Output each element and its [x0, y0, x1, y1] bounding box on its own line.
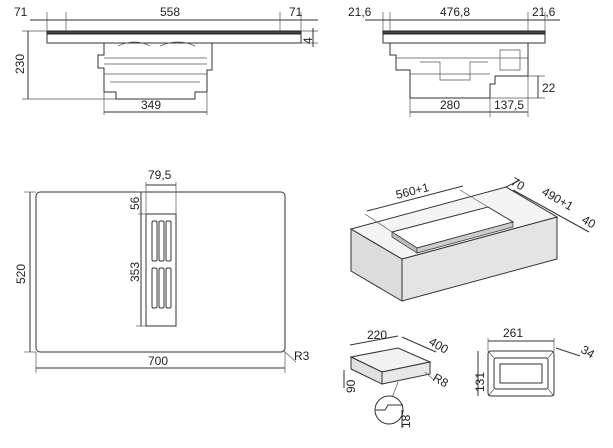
side-housing: [97, 43, 213, 100]
frame-outer: [487, 350, 555, 397]
vent-length-label: 353: [128, 262, 142, 282]
hob-width-label: 700: [148, 354, 168, 368]
frame-width-label: 261: [503, 326, 523, 340]
filter-depth-label: 400: [427, 334, 452, 356]
front-offset-label: 137,5: [494, 98, 524, 112]
front-bottom-width-label: 280: [440, 98, 460, 112]
frame-height-label: 131: [473, 372, 487, 392]
side-fan-detail: [117, 41, 196, 47]
dim-line-34: [555, 347, 581, 357]
filter-width-label: 220: [367, 328, 387, 342]
filter-side: [381, 361, 431, 385]
front-glass-top: [382, 30, 546, 35]
cutout-front-margin-label: 70: [509, 174, 528, 193]
front-view: 21,6 476,8 21,6 22 280 137,5: [348, 5, 560, 117]
frame-inner: [493, 357, 549, 390]
dim-line-490: [512, 189, 590, 233]
cutout-opening-back: [416, 221, 514, 254]
front-width-label: 476,8: [440, 5, 470, 19]
cutout-3d: 560+1 70 490+1 40: [349, 174, 599, 302]
side-left-margin-label: 71: [14, 5, 28, 19]
front-left-margin-label: 21,6: [348, 5, 372, 19]
frame-depth-label: 34: [579, 342, 598, 361]
filter-radius-label: R8: [431, 370, 452, 390]
frame-opening: [499, 363, 543, 384]
cutout-back-margin-label: 40: [580, 212, 599, 231]
vent-slots: [151, 220, 172, 309]
dim-line-560: [366, 185, 464, 212]
side-view: 71 558 71 4 230 349: [13, 5, 318, 115]
dim-line-70: [505, 179, 521, 188]
front-step-height-label: 22: [542, 81, 556, 95]
side-right-margin-label: 71: [289, 5, 303, 19]
filter-box: 220 400 90 R8 18: [343, 328, 452, 428]
filter-height-label: 90: [344, 379, 358, 393]
side-bottom-width-label: 349: [141, 98, 161, 112]
filter-detail-label: 18: [399, 414, 413, 428]
dim-line-400: [401, 336, 437, 353]
frame-part: 261 131 34: [473, 326, 598, 397]
dim-line-220: [349, 335, 399, 346]
corner-radius-label: R3: [294, 349, 310, 363]
vent-offset-label: 56: [128, 196, 142, 210]
top-view: 79,5 56 353 520 700 R3: [14, 168, 310, 373]
side-depth-label: 230: [13, 54, 27, 74]
hob-height-label: 520: [14, 264, 28, 284]
vent-width-label: 79,5: [148, 168, 172, 182]
cutout-depth-label: 490+1: [540, 184, 576, 213]
front-right-margin-label: 21,6: [532, 5, 556, 19]
side-glass-thickness-label: 4: [301, 37, 315, 44]
front-housing: [389, 43, 529, 99]
side-glass-top: [46, 30, 302, 35]
side-total-width-label: 558: [160, 5, 180, 19]
vent-outer: [145, 213, 177, 327]
